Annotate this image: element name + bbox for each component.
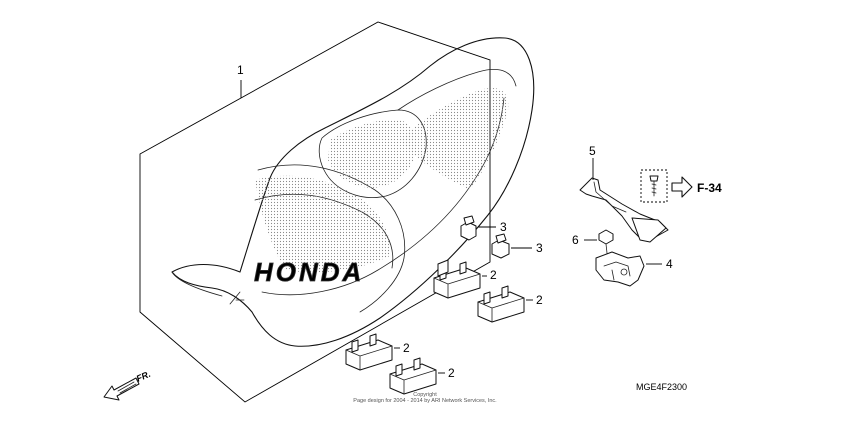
front-direction-indicator: FR. (103, 369, 152, 401)
copyright-line1: Copyright (413, 392, 437, 398)
rubber-cushion-a[interactable] (460, 215, 477, 241)
seat-inner-seam (257, 164, 406, 313)
callout-3a: 3 (500, 220, 507, 234)
figure-code: MGE4F2300 (636, 382, 687, 392)
brand-text: HONDA (254, 257, 364, 287)
bracket-part[interactable] (579, 177, 669, 243)
cushion-block-c[interactable] (345, 333, 393, 371)
seat-underside (171, 271, 245, 305)
seat-assembly[interactable]: HONDA (171, 37, 535, 347)
callout-5: 5 (589, 144, 596, 158)
front-direction-label: FR. (135, 369, 152, 384)
cushion-block-d[interactable] (389, 357, 437, 395)
callout-2b: 2 (536, 293, 543, 307)
callout-3b: 3 (536, 241, 543, 255)
copyright-line2: Page design for 2004 - 2014 by ARI Netwo… (353, 398, 497, 404)
callout-2c: 2 (403, 341, 410, 355)
pillion-texture (328, 119, 416, 188)
cushion-block-b[interactable] (477, 285, 525, 323)
wing-logo (400, 88, 509, 190)
pillion-pad (318, 109, 427, 198)
reference-screw (649, 175, 659, 197)
rubber-cushion-b[interactable] (491, 233, 510, 259)
callout-2d: 2 (448, 366, 455, 380)
cushion-block-e[interactable] (437, 259, 449, 277)
assembly-outline (139, 21, 491, 403)
seat-outline (171, 37, 535, 347)
callout-2a: 2 (490, 268, 497, 282)
callout-4: 4 (666, 257, 673, 271)
reference-screw-box (640, 169, 668, 203)
pillion-rear-seam (397, 69, 517, 111)
callout-6: 6 (572, 233, 579, 247)
reference-label[interactable]: F-34 (697, 181, 722, 195)
seat-lock-part[interactable] (595, 251, 645, 287)
seat-texture (255, 175, 391, 273)
callout-1: 1 (237, 63, 244, 77)
reference-arrow (671, 176, 693, 198)
